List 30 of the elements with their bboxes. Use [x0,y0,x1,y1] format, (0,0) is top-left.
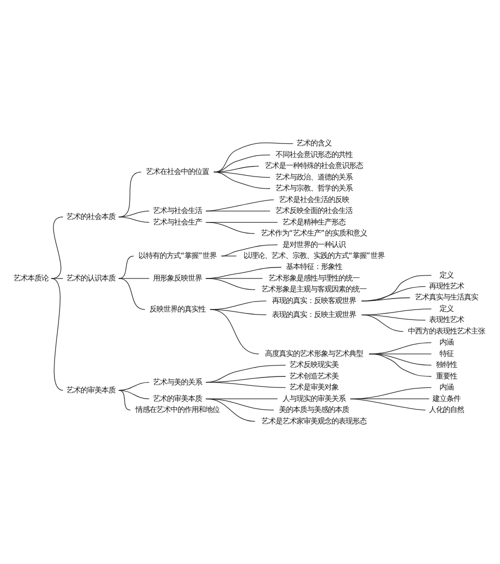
connector [361,314,404,332]
connector [50,278,64,390]
connector [118,389,150,399]
connector [368,353,432,376]
connector [118,278,146,310]
connector [118,389,131,410]
connector [214,154,270,172]
connector [210,308,260,354]
connector [206,210,270,211]
connector [50,216,64,278]
connector [206,222,255,234]
connector [118,216,150,222]
connector [221,255,237,256]
connector [214,171,270,188]
connector [206,199,274,211]
connector [210,308,267,315]
connector [118,255,134,278]
connector [214,142,294,172]
connector [361,286,426,301]
connector [210,300,267,310]
connector [221,244,278,256]
connector [361,296,410,301]
connector [206,381,286,388]
connector [361,274,432,301]
connector [118,210,150,217]
connector [214,171,270,178]
connector [350,398,426,410]
connector [214,165,260,172]
connector [206,278,256,290]
connector [206,398,256,422]
